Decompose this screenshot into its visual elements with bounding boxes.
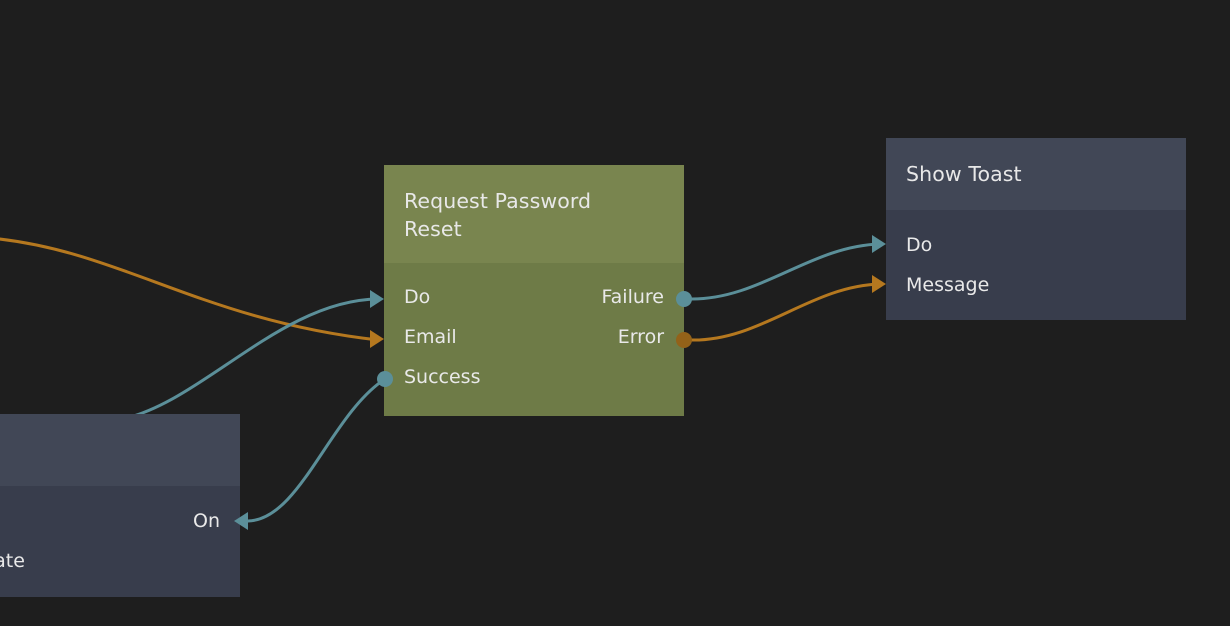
node-header[interactable]: tch	[0, 414, 240, 486]
wire-wire-offscreen-to-email[interactable]	[0, 237, 380, 342]
port-label-do[interactable]: Do	[906, 234, 933, 256]
port-row-success: Success	[384, 366, 684, 388]
node-header[interactable]: Show Toast	[886, 138, 1186, 210]
port-label-error[interactable]: Error	[617, 326, 664, 348]
node-switch[interactable]: tch On rent State	[0, 414, 240, 597]
node-header[interactable]: Request Password Reset	[384, 165, 684, 263]
wire-wire-switch-to-do[interactable]	[116, 297, 380, 422]
port-label-email[interactable]: Email	[404, 326, 457, 348]
port-marker-do-in-request-password-reset[interactable]	[370, 290, 384, 308]
node-show-toast[interactable]: Show Toast Do Message	[886, 138, 1186, 320]
port-marker-email-in-request-password-reset[interactable]	[370, 330, 384, 348]
port-label-do[interactable]: Do	[404, 286, 431, 308]
node-title: Request Password Reset	[404, 189, 592, 241]
node-request-password-reset[interactable]: Request Password Reset Do Failure Email …	[384, 165, 684, 416]
port-label-current-state[interactable]: rent State	[0, 550, 25, 572]
port-label-success[interactable]: Success	[404, 366, 481, 388]
port-marker-do-in-show-toast[interactable]	[872, 235, 886, 253]
node-title: Show Toast	[906, 162, 1022, 186]
port-marker-message-in-show-toast[interactable]	[872, 275, 886, 293]
port-row-on: On	[0, 510, 240, 532]
node-title: tch	[0, 436, 220, 464]
port-row-current-state: rent State	[0, 550, 240, 572]
port-row-do-failure: Do Failure	[384, 286, 684, 308]
port-label-failure[interactable]: Failure	[601, 286, 664, 308]
wire-wire-error-to-message[interactable]	[688, 282, 882, 342]
wire-wire-success-to-on[interactable]	[246, 377, 387, 523]
node-body: Do Failure Email Error Success	[384, 263, 684, 416]
port-label-message[interactable]: Message	[906, 274, 990, 296]
wire-wire-failure-to-do[interactable]	[688, 242, 882, 301]
node-body: On rent State	[0, 486, 240, 597]
port-row-do: Do	[886, 234, 1186, 256]
port-row-email-error: Email Error	[384, 326, 684, 348]
port-label-on[interactable]: On	[193, 510, 220, 532]
node-body: Do Message	[886, 210, 1186, 320]
port-row-message: Message	[886, 274, 1186, 296]
